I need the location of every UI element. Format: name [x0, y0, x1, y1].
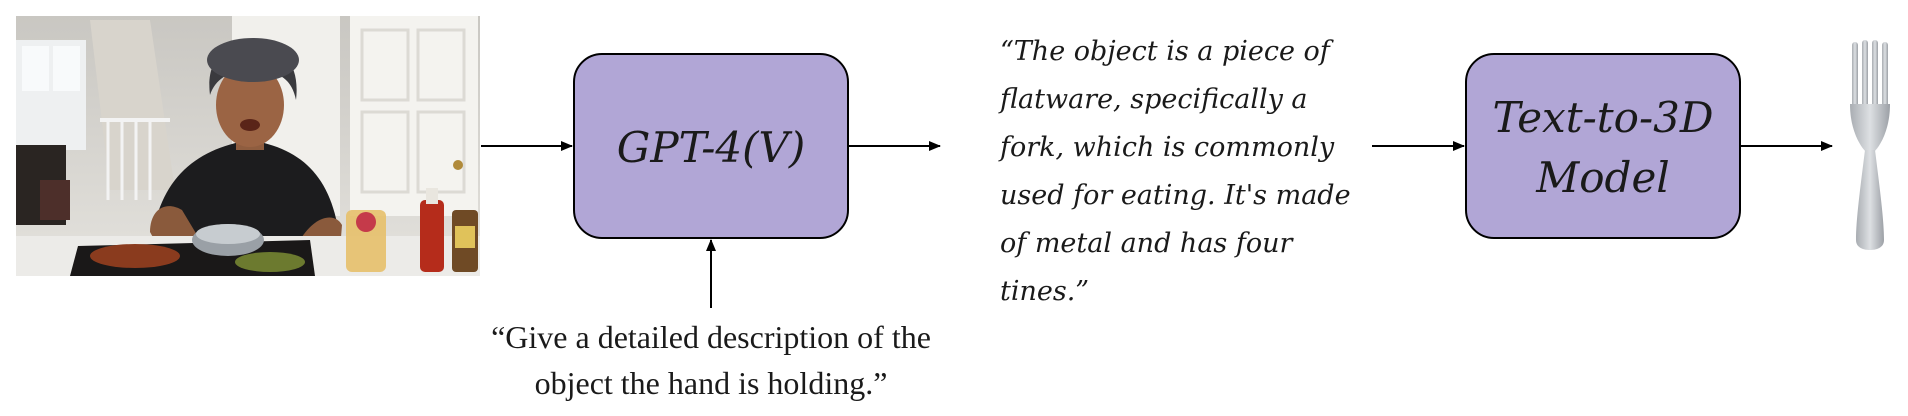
gpt4v-box: GPT-4(V): [573, 53, 849, 239]
input-photo: [16, 16, 480, 276]
text-to-3d-label-line-2: Model: [1535, 153, 1669, 202]
gpt4v-label: GPT-4(V): [617, 123, 805, 172]
description-line-6: tines.”: [1000, 276, 1089, 307]
description-line-2: flatware, specifically a: [998, 84, 1308, 115]
description-line-4: used for eating. It's made: [1000, 180, 1351, 211]
prompt-line-2: object the hand is holding.”: [535, 365, 888, 401]
description-text: “The object is a piece of flatware, spec…: [998, 36, 1351, 307]
description-line-1: “The object is a piece of: [1000, 36, 1334, 67]
description-line-3: fork, which is commonly: [998, 132, 1335, 163]
prompt-line-1: “Give a detailed description of the: [491, 319, 931, 355]
text-to-3d-label-line-1: Text-to-3D: [1492, 93, 1713, 142]
fork-3d-output: [1850, 40, 1890, 250]
description-line-5: of metal and has four: [1000, 228, 1294, 259]
text-to-3d-box: Text-to-3D Model: [1465, 53, 1741, 239]
